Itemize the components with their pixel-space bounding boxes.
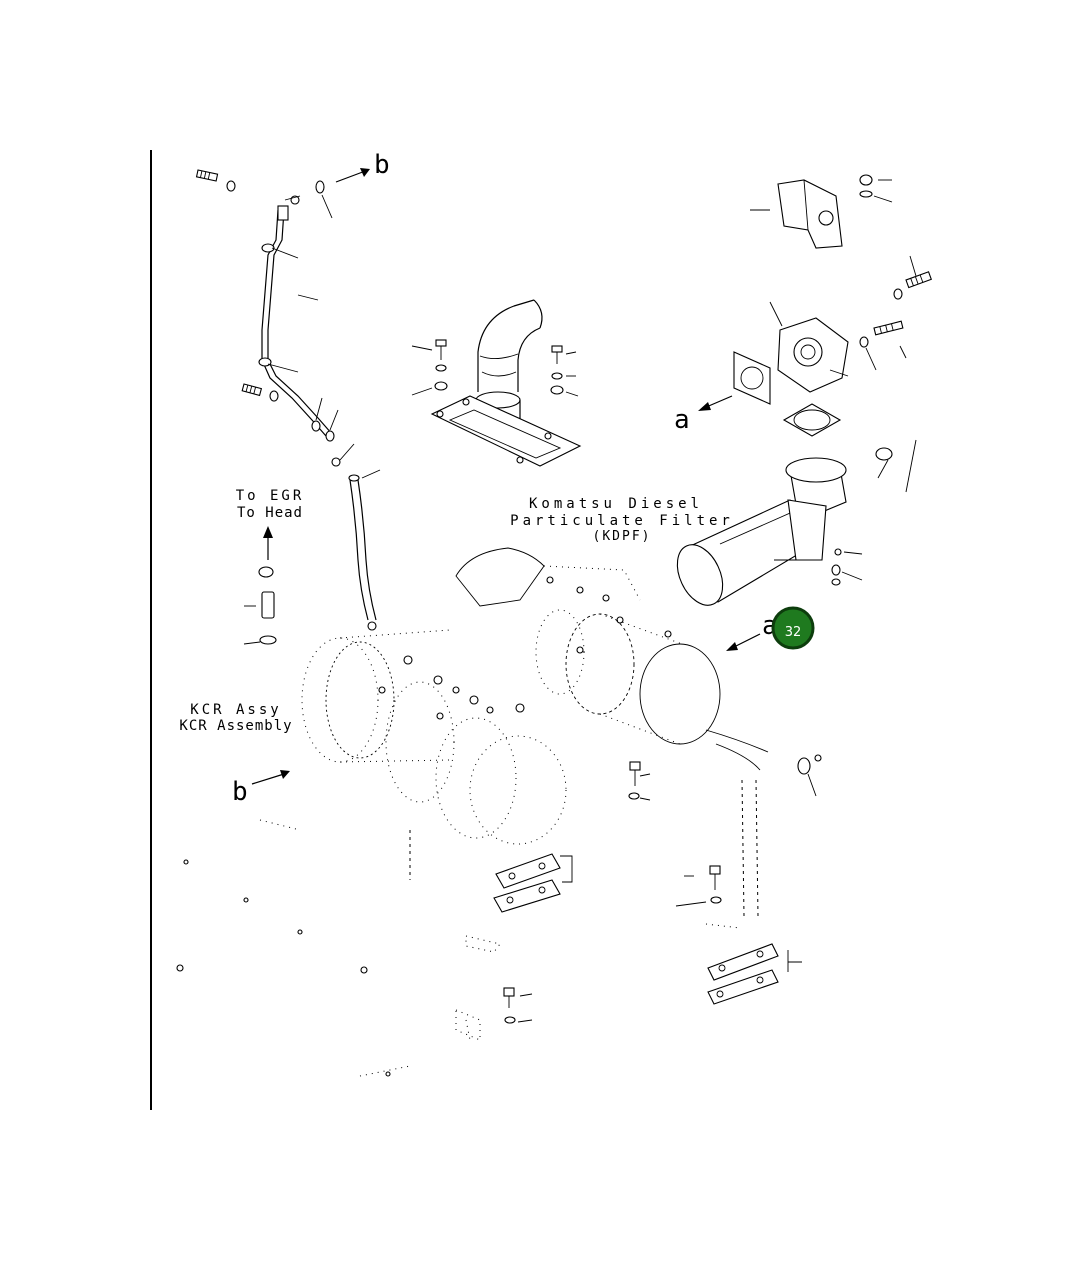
bracket-gasket-assembly: [733, 174, 932, 437]
kcr-assembly: [176, 547, 822, 1077]
ref-b-left-label: b: [232, 777, 248, 807]
kcr-label-line1: KCR Assy: [190, 702, 281, 718]
kdpf-filter: [676, 439, 917, 606]
kcr-label-line2: KCR Assembly: [179, 718, 292, 734]
kdpf-label-line3: (KDPF): [593, 529, 652, 544]
hotspot-32-label: 32: [785, 625, 802, 640]
reference-a-top: a: [674, 395, 733, 435]
reference-b-left: b: [232, 770, 290, 807]
kdpf-label-line2: Particulate Filter: [510, 513, 734, 529]
reference-b-top: b: [335, 150, 390, 183]
elbow-pipe-assembly: [411, 299, 582, 467]
mounting-brackets: [455, 853, 802, 1041]
reference-a-mid: a: [726, 611, 778, 651]
ref-b-top-label: b: [374, 150, 390, 180]
hotspot-32[interactable]: 32: [771, 606, 815, 650]
to-egr-line1: To EGR: [236, 488, 305, 504]
kdpf-label-line1: Komatsu Diesel: [529, 496, 703, 512]
kdpf-label: Komatsu Diesel Particulate Filter (KDPF): [510, 496, 734, 544]
egr-tube-assembly: [195, 169, 381, 621]
to-egr-line2: To Head: [237, 505, 303, 521]
kcr-label: KCR Assy KCR Assembly: [179, 702, 292, 734]
hotspot-32-marker[interactable]: [771, 606, 815, 650]
to-egr-label: To EGR To Head: [236, 488, 305, 645]
ref-a-top-label: a: [674, 405, 690, 435]
